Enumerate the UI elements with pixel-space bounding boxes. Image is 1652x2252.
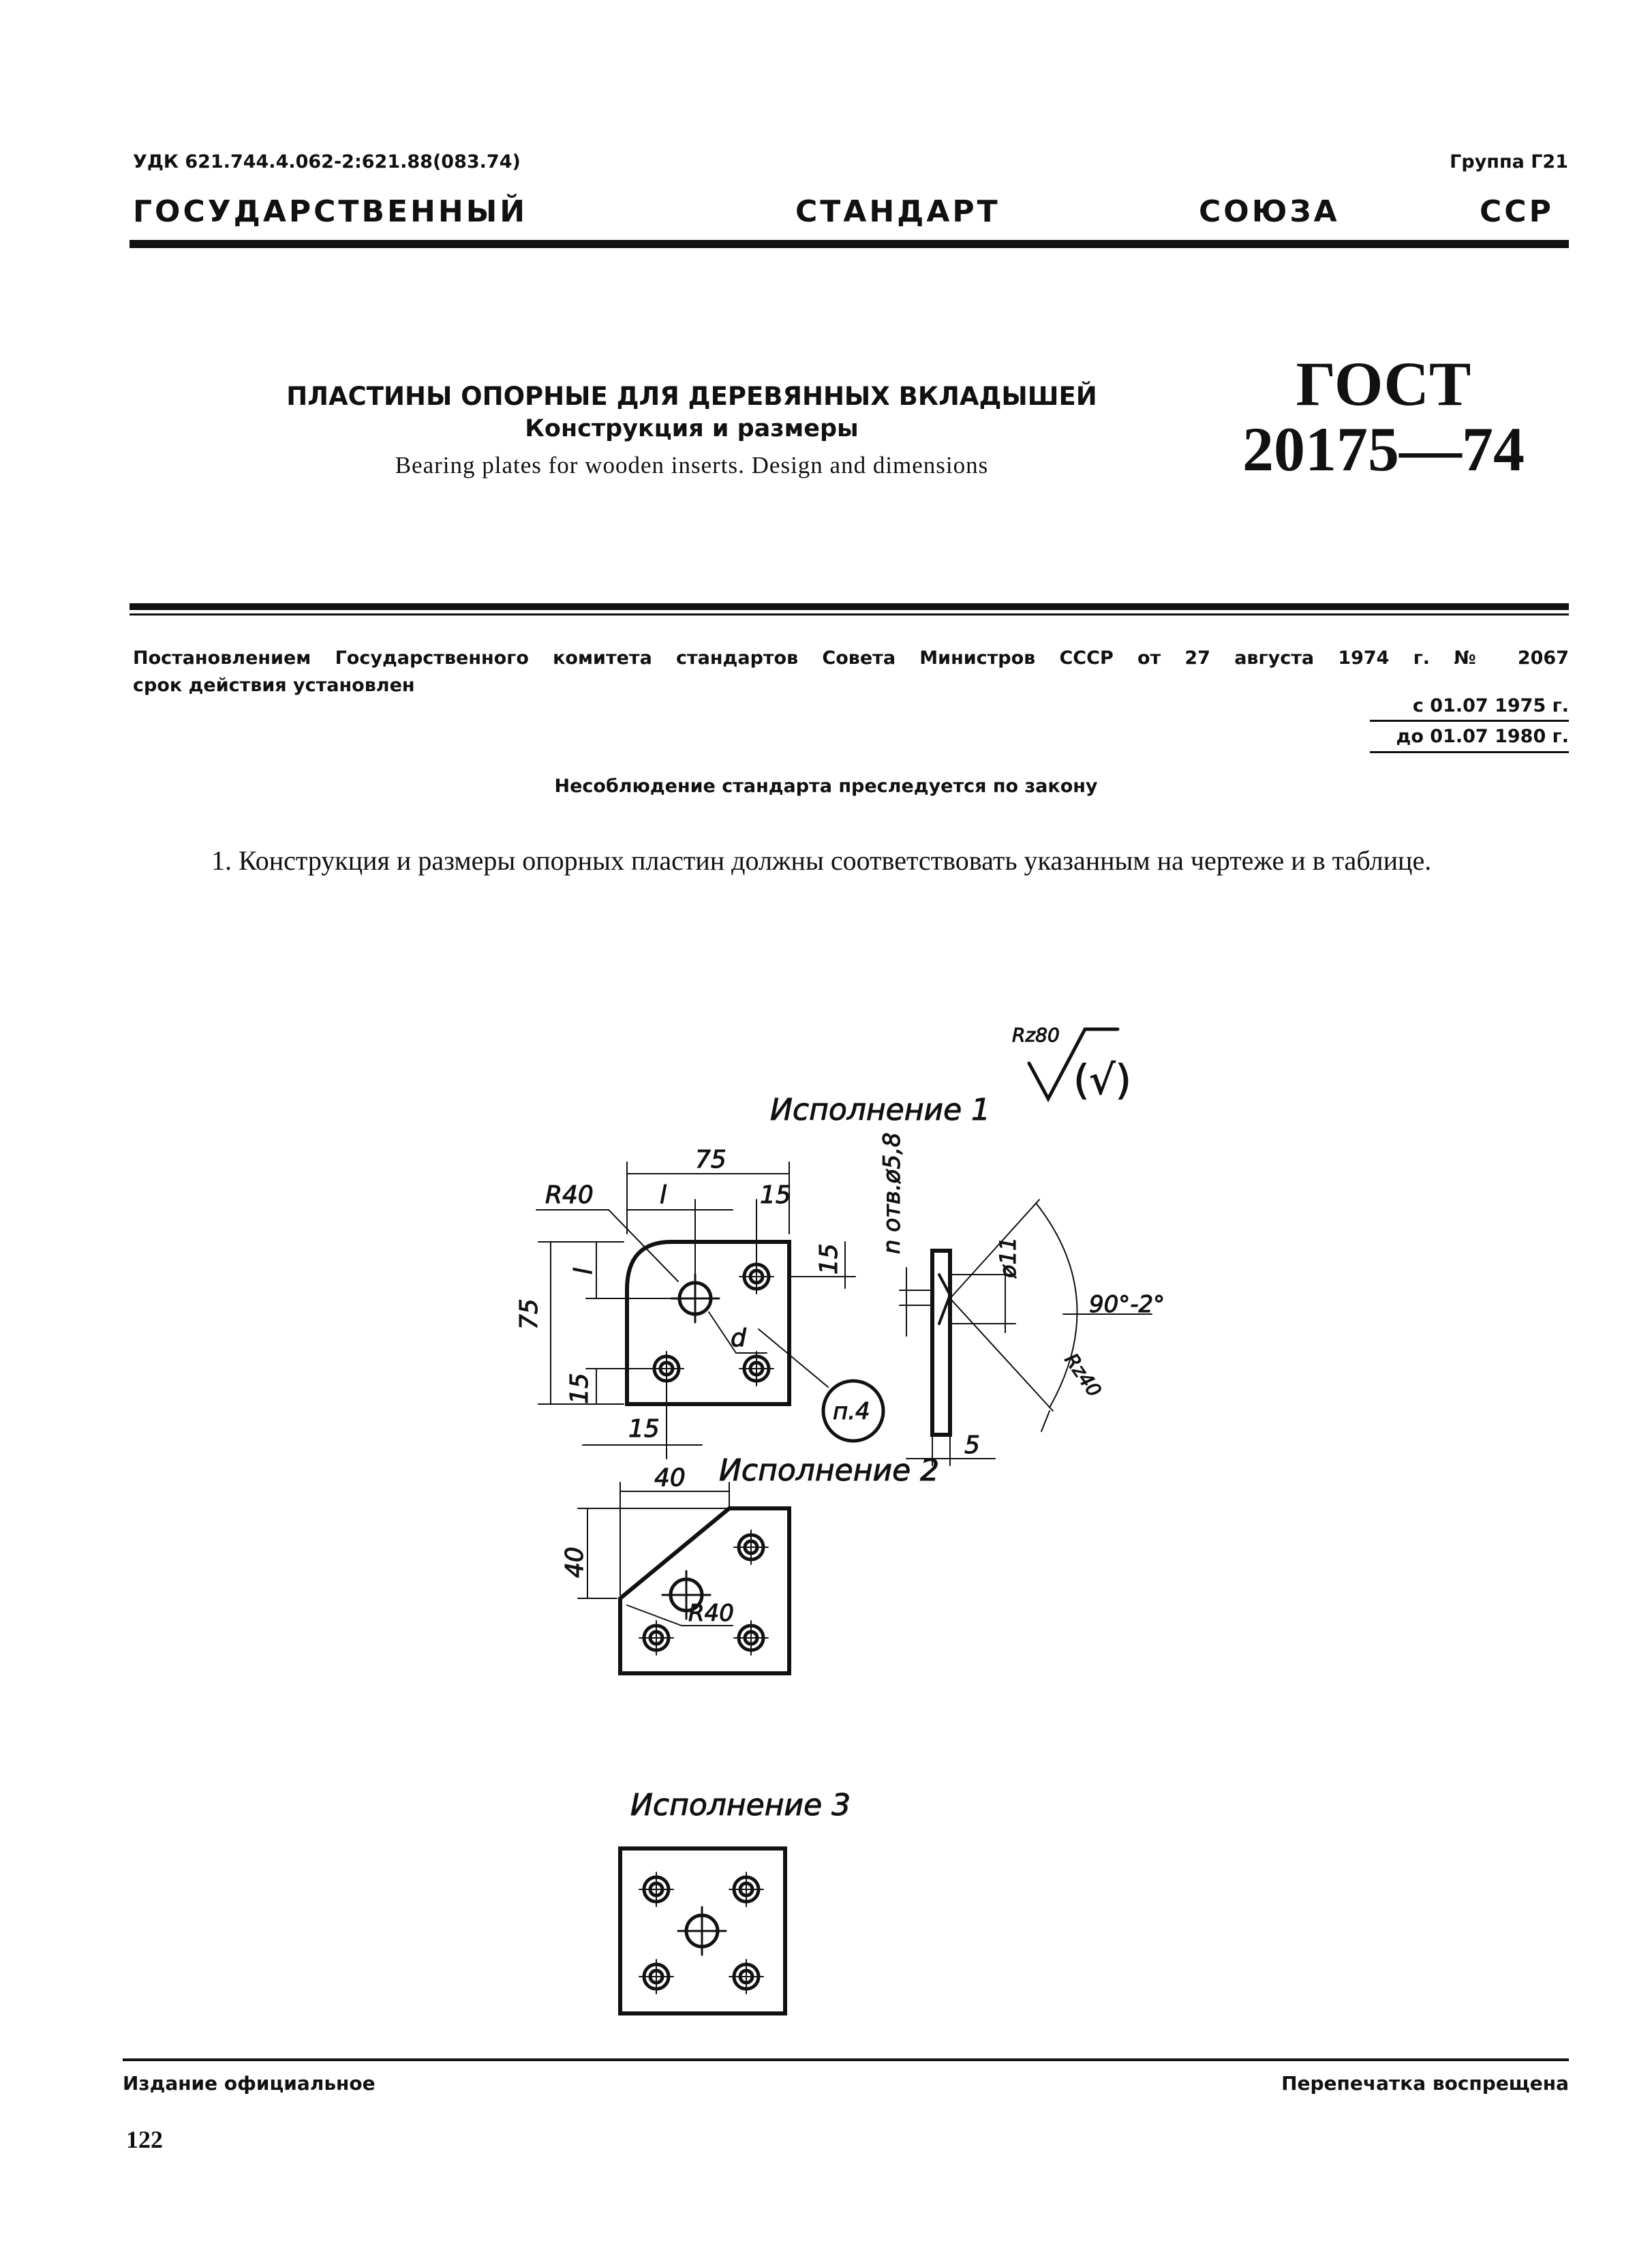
validity-label: срок действия установлен (133, 675, 415, 696)
roughness-paren: (√) (1073, 1056, 1131, 1104)
version-2-label: Исполнение 2 (719, 1453, 939, 1488)
header-rule (129, 240, 1569, 248)
dim-40-top: 40 (654, 1464, 686, 1492)
dim-d11: ø11 (995, 1237, 1021, 1279)
page-number: 122 (126, 2126, 163, 2153)
title-english: Bearing plates for wooden inserts. Desig… (395, 452, 989, 478)
version-3-label: Исполнение 3 (630, 1788, 851, 1823)
dim-rz40: Rz40 (1060, 1350, 1106, 1401)
footer-rule (123, 2058, 1569, 2061)
callout-circle (821, 1379, 885, 1443)
v2-plate-outline (618, 1506, 791, 1675)
v1-mounting-holes (649, 1259, 774, 1386)
countersink-profile (938, 1273, 952, 1325)
dim-r40-v1: R40 (545, 1181, 594, 1209)
document-title-block: ПЛАСТИНЫ ОПОРНЫЕ ДЛЯ ДЕРЕВЯННЫХ ВКЛАДЫШЕ… (204, 382, 1179, 479)
v2-mounting-holes (639, 1530, 769, 1656)
side-section-dims (899, 1199, 1152, 1466)
title-russian: ПЛАСТИНЫ ОПОРНЫЕ ДЛЯ ДЕРЕВЯННЫХ ВКЛАДЫШЕ… (286, 382, 1097, 411)
dim-5: 5 (964, 1431, 980, 1459)
udk-code: УДК 621.744.4.062-2:621.88(083.74) (133, 151, 521, 172)
footer-official-edition: Издание официальное (123, 2072, 376, 2095)
gost-designation: ГОСТ 20175—74 (1240, 351, 1527, 482)
version-1-label: Исполнение 1 (770, 1093, 990, 1127)
roughness-check-icon (1027, 1027, 1120, 1103)
decree-text: Постановлением Государственного комитета… (133, 648, 1569, 669)
dim-l-left: l (570, 1268, 598, 1275)
dim-40-left: 40 (561, 1547, 589, 1578)
dim-15-bottom: 15 (628, 1415, 660, 1443)
paragraph-1: 1. Конструкция и размеры опорных пластин… (211, 845, 1432, 876)
v3-mounting-holes (639, 1872, 764, 1994)
banner-word: СОЮЗА (1199, 194, 1340, 229)
banner-word: СТАНДАРТ (795, 194, 1000, 229)
validity-divider (1370, 720, 1569, 722)
dim-l-top: l (660, 1181, 667, 1209)
footer-reprint-prohibited: Перепечатка воспрещена (1281, 2072, 1569, 2095)
gost-label: ГОСТ (1296, 349, 1471, 419)
v1-dimension-lines (536, 1161, 856, 1459)
banner-word: ГОСУДАРСТВЕННЫЙ (133, 194, 528, 229)
banner-word: ССР (1480, 194, 1554, 229)
roughness-label: Rz80 (1012, 1024, 1060, 1046)
side-section (930, 1249, 952, 1437)
callout-p4: п.4 (833, 1398, 870, 1425)
dim-75-top: 75 (695, 1146, 726, 1174)
state-standard-banner: ГОСУДАРСТВЕННЫЙ СТАНДАРТ СОЮЗА ССР (133, 194, 1568, 235)
validity-underline (1370, 751, 1569, 753)
dim-15-right: 15 (815, 1243, 843, 1275)
group-code: Группа Г21 (1450, 151, 1568, 172)
valid-to-date: до 01.07 1980 г. (1396, 726, 1569, 747)
title-rule (129, 603, 1569, 610)
dim-r40-v2: R40 (688, 1600, 734, 1627)
gost-number: 20175—74 (1242, 414, 1525, 484)
title-rule-thin (129, 613, 1569, 615)
v1-plate-outline (625, 1240, 791, 1406)
subtitle-russian: Конструкция и размеры (525, 415, 859, 442)
dim-angle: 90°-2° (1089, 1291, 1165, 1318)
law-notice: Несоблюдение стандарта преследуется по з… (554, 776, 1098, 797)
dim-75-left: 75 (515, 1298, 543, 1330)
valid-from-date: с 01.07 1975 г. (1412, 695, 1569, 716)
v3-plate-outline (618, 1846, 787, 2015)
v2-dimension-lines (577, 1482, 733, 1626)
dim-holes: n отв.ø5,8 (878, 1132, 906, 1254)
dim-15-top: 15 (760, 1181, 791, 1209)
dim-d: d (731, 1324, 747, 1352)
dim-15-left: 15 (566, 1373, 594, 1404)
